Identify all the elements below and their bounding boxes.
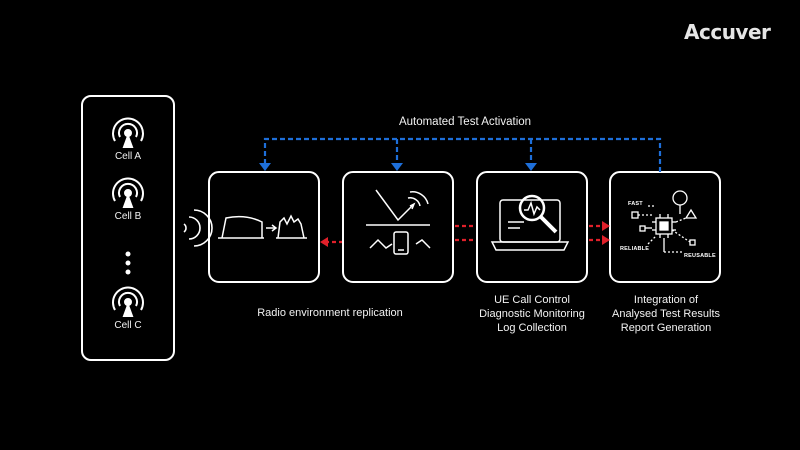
ue-label-line-2: Diagnostic Monitoring	[479, 308, 585, 320]
cell-c-label: Cell C	[114, 320, 142, 331]
accuver-logo: Accuver	[684, 20, 771, 44]
radio-environment-label: Radio environment replication	[257, 307, 403, 319]
cell-a-label: Cell A	[114, 151, 142, 162]
cell-tower-icon	[112, 286, 144, 317]
results-label-line-1: Integration of	[633, 294, 699, 306]
ue-label-line-1: UE Call Control	[494, 294, 570, 306]
data-flow-arrowheads	[320, 221, 610, 247]
chip-integration-icon	[631, 190, 698, 253]
ue-label-line-3: Log Collection	[497, 322, 567, 334]
channel-fading-icon	[366, 189, 431, 255]
spectrum-replication-icon	[218, 214, 307, 239]
stage-box-ue-monitoring	[476, 171, 588, 283]
cell-tower-icon	[112, 177, 144, 208]
data-flow-lines	[325, 224, 603, 244]
ellipsis-icon	[125, 251, 131, 275]
stage-box-results-integration	[609, 171, 721, 283]
stage-box-radio-environment	[208, 171, 320, 283]
results-label-line-3: Report Generation	[620, 322, 712, 334]
results-integration-label: Integration of Analysed Test Results Rep…	[588, 293, 744, 335]
results-label-line-2: Analysed Test Results	[611, 308, 721, 320]
signal-waves-icon	[183, 209, 213, 247]
stage-box-channel-emulation	[342, 171, 454, 283]
laptop-magnifier-icon	[490, 194, 570, 251]
activation-arrowheads	[259, 163, 537, 171]
activation-flow-lines	[263, 137, 662, 172]
ue-monitoring-label: UE Call Control Diagnostic Monitoring Lo…	[452, 293, 612, 335]
cell-tower-icon	[112, 117, 144, 148]
keyword-reliable: RELIABLE	[620, 246, 650, 252]
automated-test-activation-label: Automated Test Activation	[398, 116, 532, 128]
keyword-fast: FAST	[628, 201, 643, 207]
cell-panel	[81, 95, 175, 361]
cell-b-label: Cell B	[114, 211, 142, 222]
keyword-reusable: REUSABLE	[684, 253, 716, 259]
